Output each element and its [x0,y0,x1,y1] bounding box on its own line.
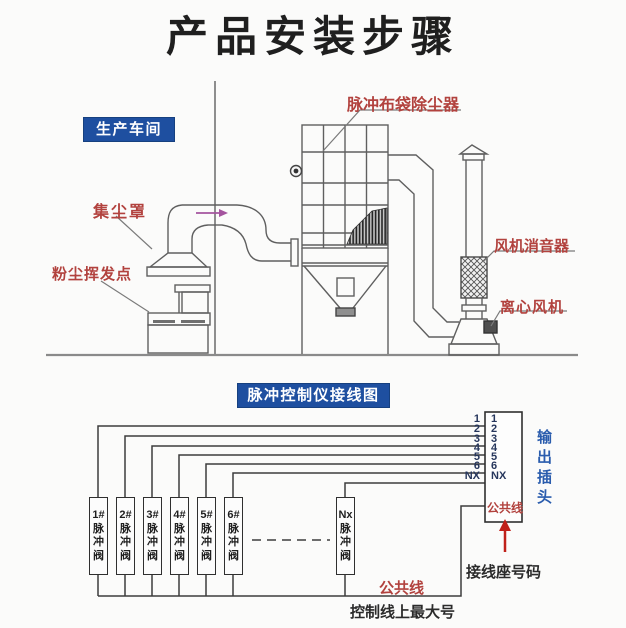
label-dust-hood: 集尘罩 [93,204,148,221]
pin-label-in-5: 5 [491,451,498,463]
pin-label-in-6: 6 [491,460,498,472]
max-wire-note: 控制线上最大号 [350,604,456,621]
valve-box-6: 6#脉冲阀 [224,497,243,575]
valve-box-2: 2#脉冲阀 [116,497,135,575]
terminal-number-note: 接线座号码 [466,564,542,581]
label-dust-source: 粉尘挥发点 [52,266,133,283]
chimney-cap [457,144,490,155]
inlet-duct [167,204,299,267]
label-bag-filter: 脉冲布袋除尘器 [347,97,460,114]
outlet-duct [388,154,459,338]
bag-filter-body [289,124,389,249]
fan-motor [483,320,498,334]
common-line [97,505,485,597]
pin-label-out-nx: NX [464,470,480,482]
pin-label-in-4: 4 [491,442,498,454]
label-centrifugal-fan: 离心风机 [500,299,565,316]
valve-box-3: 3#脉冲阀 [143,497,162,575]
filter-bags-hatch [346,207,388,245]
pin-label-in-1: 1 [491,413,498,425]
pin-label-in-2: 2 [491,423,498,435]
pin-label-in-nx: NX [491,470,507,482]
pin-label-out-1: 1 [473,413,480,425]
pin-label-out-3: 3 [473,433,480,445]
pin-label-in-3: 3 [491,433,498,445]
valve-box-nx: Nx脉冲阀 [336,497,355,575]
plug-common-line-label: 公共线 [487,501,524,515]
label-fan-silencer: 风机消音器 [494,238,570,255]
wiring-lines [97,425,485,497]
pointer-arrow [499,519,511,552]
dust-source-machine [147,284,211,354]
workshop-label-box: 生产车间 [83,117,175,142]
page-title: 产品安装步骤 [165,13,460,60]
pin-label-out-6: 6 [473,460,480,472]
wiring-title-box: 脉冲控制仪接线图 [237,383,390,408]
valve-box-1: 1#脉冲阀 [89,497,108,575]
chimney [457,144,490,319]
output-plug-label: 输出插头 [535,429,552,509]
filter-hopper [301,248,389,354]
flow-arrow [196,209,228,217]
centrifugal-fan-body [448,318,500,356]
valve-box-5: 5#脉冲阀 [197,497,216,575]
leader-lines [100,109,575,327]
silencer-hatch [460,256,488,299]
valve-box-4: 4#脉冲阀 [170,497,189,575]
pin-label-out-2: 2 [473,423,480,435]
pin-label-out-5: 5 [473,451,480,463]
dust-hood [146,252,211,277]
pin-label-out-4: 4 [473,442,480,454]
bus-common-line-label: 公共线 [379,580,425,597]
